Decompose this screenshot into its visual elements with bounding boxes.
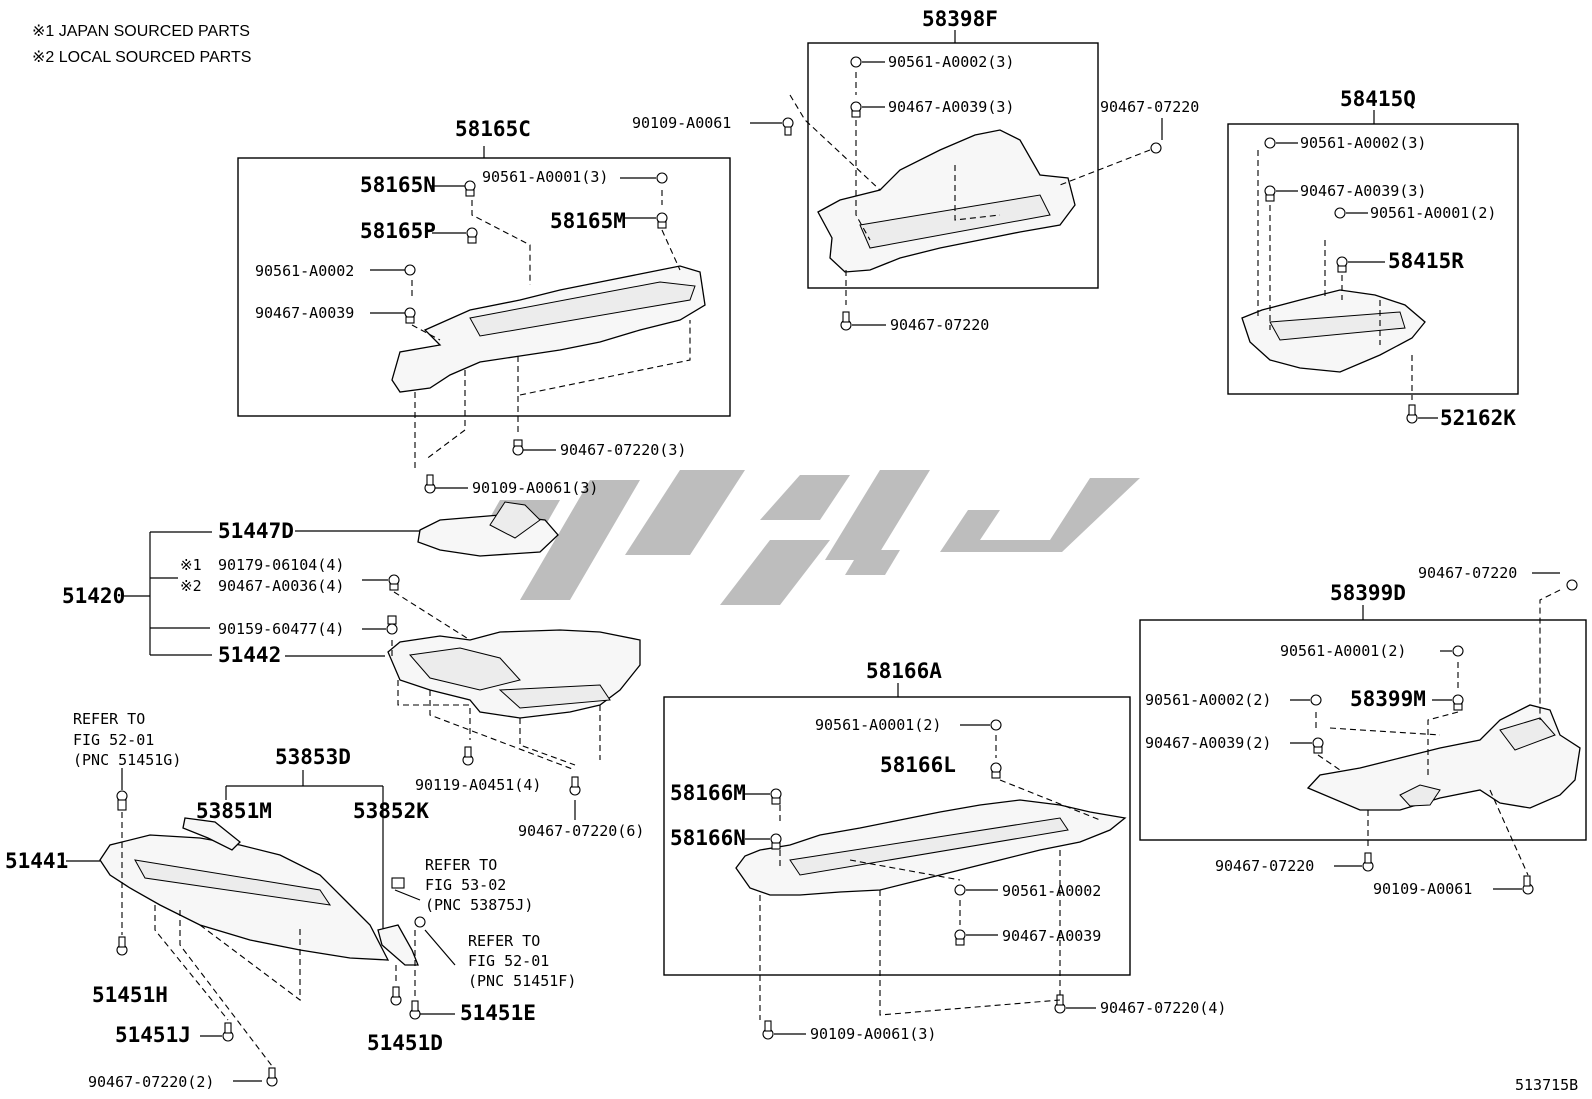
- label-90561-A0001: 90561-A0001(3): [482, 168, 608, 186]
- label-51441: 51441: [5, 849, 68, 873]
- label-90561-A0002-2: 90561-A0002(2): [1145, 691, 1271, 709]
- assembly-title: 58166A: [866, 659, 942, 683]
- reference-line: (PNC 51451G): [73, 751, 181, 769]
- label-90561-A0001-2: 90561-A0001(2): [815, 716, 941, 734]
- label-90561-A0001-2: 90561-A0001(2): [1370, 204, 1496, 222]
- label-51447D: 51447D: [218, 519, 294, 543]
- reference-fig-52-01-51451G: REFER TO FIG 52-01 (PNC 51451G): [73, 710, 181, 790]
- label-90561-A0002: 90561-A0002: [1002, 882, 1101, 900]
- reference-line: FIG 52-01: [73, 731, 154, 749]
- label-58166M: 58166M: [670, 781, 746, 805]
- assembly-58166A: 58166A 90561-A0001(2) 58166L 58166M 5816…: [663, 659, 1226, 1043]
- label-58165P: 58165P: [360, 219, 436, 243]
- reference-fig-53-02-53875J: REFER TO FIG 53-02 (PNC 53875J): [425, 856, 533, 914]
- assembly-title: 58165C: [455, 117, 531, 141]
- label-51451D: 51451D: [367, 1031, 443, 1055]
- assembly-title: 51420: [62, 584, 125, 608]
- label-90467-07220-top: 90467-07220: [1418, 564, 1517, 582]
- assembly-53853D: 53853D 53851M 53852K 51441 51451H 51451J…: [5, 745, 536, 1091]
- label-90467-07220-bottom: 90467-07220: [890, 316, 989, 334]
- assembly-58399D: 58399D 90467-07220 90561-A0001(2) 90561-…: [1139, 564, 1587, 898]
- label-note2-mark: ※2: [180, 577, 202, 595]
- label-90467-07220-top: 90467-07220: [1100, 98, 1199, 116]
- label-90467-A0039-2: 90467-A0039(2): [1145, 734, 1271, 752]
- label-90467-07220-bottom: 90467-07220: [1215, 857, 1314, 875]
- label-51442: 51442: [218, 643, 281, 667]
- assembly-58398F: 58398F 90561-A0002(3) 90467-A0039(3) 901…: [632, 7, 1199, 334]
- label-90561-A0002-3: 90561-A0002(3): [1300, 134, 1426, 152]
- label-51451H: 51451H: [92, 983, 168, 1007]
- label-90467-07220-6: 90467-07220(6): [518, 822, 644, 840]
- reference-line: REFER TO: [73, 710, 145, 728]
- label-90467-07220-4: 90467-07220(4): [1100, 999, 1226, 1017]
- watermark-logo: [480, 470, 1140, 605]
- label-90109-A0061-3: 90109-A0061(3): [472, 479, 598, 497]
- reference-line: (PNC 53875J): [425, 896, 533, 914]
- label-90179-06104-4: 90179-06104(4): [218, 556, 344, 574]
- note-local-sourced: ※2 LOCAL SOURCED PARTS: [32, 49, 251, 66]
- note-japan-sourced: ※1 JAPAN SOURCED PARTS: [32, 23, 250, 40]
- label-90109-A0061: 90109-A0061: [632, 114, 731, 132]
- label-52162K: 52162K: [1440, 406, 1516, 430]
- label-58166L: 58166L: [880, 753, 956, 777]
- reference-line: REFER TO: [468, 932, 540, 950]
- label-90467-A0039-3: 90467-A0039(3): [1300, 182, 1426, 200]
- label-90119-A0451-4: 90119-A0451(4): [415, 776, 541, 794]
- label-90467-07220-2: 90467-07220(2): [88, 1073, 214, 1091]
- label-90109-A0061-3: 90109-A0061(3): [810, 1025, 936, 1043]
- label-51451J: 51451J: [115, 1023, 191, 1047]
- label-90467-A0039: 90467-A0039: [1002, 927, 1101, 945]
- label-58165N: 58165N: [360, 173, 436, 197]
- reference-line: (PNC 51451F): [468, 972, 576, 990]
- figure-code: 513715B: [1515, 1076, 1578, 1094]
- label-90467-A0036-4: 90467-A0036(4): [218, 577, 344, 595]
- engine-under-cover-51441: [99, 834, 390, 961]
- label-58166N: 58166N: [670, 826, 746, 850]
- label-90561-A0002: 90561-A0002: [255, 262, 354, 280]
- bracket-53851M: [182, 817, 241, 851]
- label-58165M: 58165M: [550, 209, 626, 233]
- label-58399M: 58399M: [1350, 687, 1426, 711]
- reference-line: FIG 53-02: [425, 876, 506, 894]
- label-90467-A0039-3: 90467-A0039(3): [888, 98, 1014, 116]
- reference-line: FIG 52-01: [468, 952, 549, 970]
- assembly-title: 58415Q: [1340, 87, 1416, 111]
- assembly-title: 58399D: [1330, 581, 1406, 605]
- assembly-58165C: 58165C 58165N 58165P 58165M 90561-A0001(…: [237, 117, 731, 497]
- label-90467-07220-3: 90467-07220(3): [560, 441, 686, 459]
- reference-line: REFER TO: [425, 856, 497, 874]
- label-note1-mark: ※1: [180, 556, 202, 574]
- label-51451E: 51451E: [460, 1001, 536, 1025]
- label-90159-60477-4: 90159-60477(4): [218, 620, 344, 638]
- label-90109-A0061: 90109-A0061: [1373, 880, 1472, 898]
- assembly-51420: 51420 51447D ※1 90179-06104(4) ※2 90467-…: [62, 501, 644, 840]
- label-90467-A0039: 90467-A0039: [255, 304, 354, 322]
- label-53852K: 53852K: [353, 799, 429, 823]
- reference-fig-52-01-51451F: REFER TO FIG 52-01 (PNC 51451F): [468, 932, 576, 990]
- assembly-title: 58398F: [922, 7, 998, 31]
- label-58415R: 58415R: [1388, 249, 1464, 273]
- bracket-53852K: [377, 924, 419, 966]
- label-90561-A0001-2: 90561-A0001(2): [1280, 642, 1406, 660]
- label-53851M: 53851M: [196, 799, 272, 823]
- label-90561-A0002-3: 90561-A0002(3): [888, 53, 1014, 71]
- assembly-title: 53853D: [275, 745, 351, 769]
- assembly-58415Q: 58415Q 90561-A0002(3) 90467-A0039(3) 905…: [1227, 87, 1519, 430]
